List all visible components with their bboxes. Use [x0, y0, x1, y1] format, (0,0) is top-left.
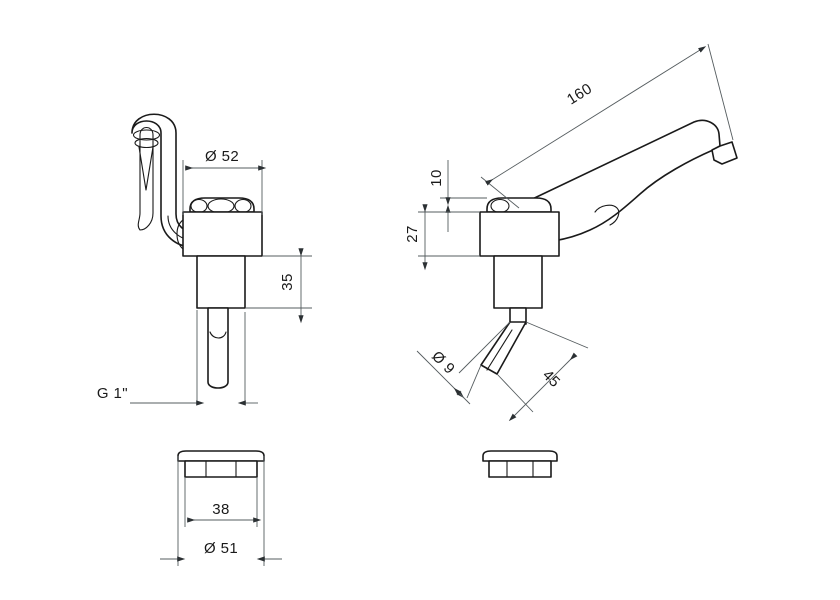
flange-rim — [177, 450, 265, 462]
spout-underside-hump — [594, 204, 620, 226]
tailpiece-profile — [207, 307, 229, 389]
handle-tip-taper — [138, 146, 154, 191]
handle-inner-profile — [137, 126, 154, 231]
dimension-label-thread-g1: G 1" — [97, 385, 128, 402]
outlet-tube-center-edge — [486, 329, 513, 371]
dimension-height-35: 35 — [246, 248, 312, 324]
dimension-thread-g1: G 1" — [97, 310, 258, 406]
handle-cap-ellipse-inner — [134, 137, 159, 149]
valve-cap-right — [486, 197, 552, 214]
outlet-neck-block — [509, 307, 527, 325]
dimension-diameter-52: Ø 52 — [182, 148, 267, 215]
dimension-label-diameter-51: Ø 51 — [204, 540, 238, 557]
top-view-left — [177, 450, 265, 478]
dimension-height-27: 27 — [404, 204, 480, 271]
cap-rim — [482, 450, 558, 462]
outlet-neck — [509, 307, 527, 325]
dimension-label-height-10: 10 — [428, 169, 445, 187]
dimension-label-width-38: 38 — [212, 501, 230, 518]
valve-body-block-right — [479, 211, 560, 257]
valve-body-block — [182, 211, 263, 257]
cap-body — [488, 460, 552, 478]
spout-nose — [711, 141, 738, 165]
valve-cap-body-right — [486, 197, 552, 213]
dimension-label-diameter-52: Ø 52 — [205, 148, 239, 165]
flange-body — [184, 460, 258, 478]
dimension-label-height-35: 35 — [279, 273, 296, 291]
top-view-right — [482, 450, 558, 478]
side-view-left — [131, 113, 263, 389]
shank-collar-block — [196, 255, 246, 309]
valve-body-right — [479, 211, 560, 257]
dimension-height-10: 10 — [428, 160, 487, 232]
dimension-diameter-51: Ø 51 — [160, 456, 282, 566]
shank-collar-right — [493, 255, 543, 309]
handle-cap-ellipse-outer — [132, 129, 161, 141]
dimension-label-height-27: 27 — [404, 225, 421, 243]
shank-collar-block-right — [493, 255, 543, 309]
dimension-width-38: 38 — [184, 477, 262, 527]
shank-collar — [196, 255, 246, 309]
tailpiece-inner-bore — [209, 331, 227, 339]
valve-cap — [189, 197, 255, 214]
threaded-tailpiece — [207, 307, 229, 389]
valve-body-left-round — [176, 219, 184, 250]
valve-body — [176, 211, 263, 257]
